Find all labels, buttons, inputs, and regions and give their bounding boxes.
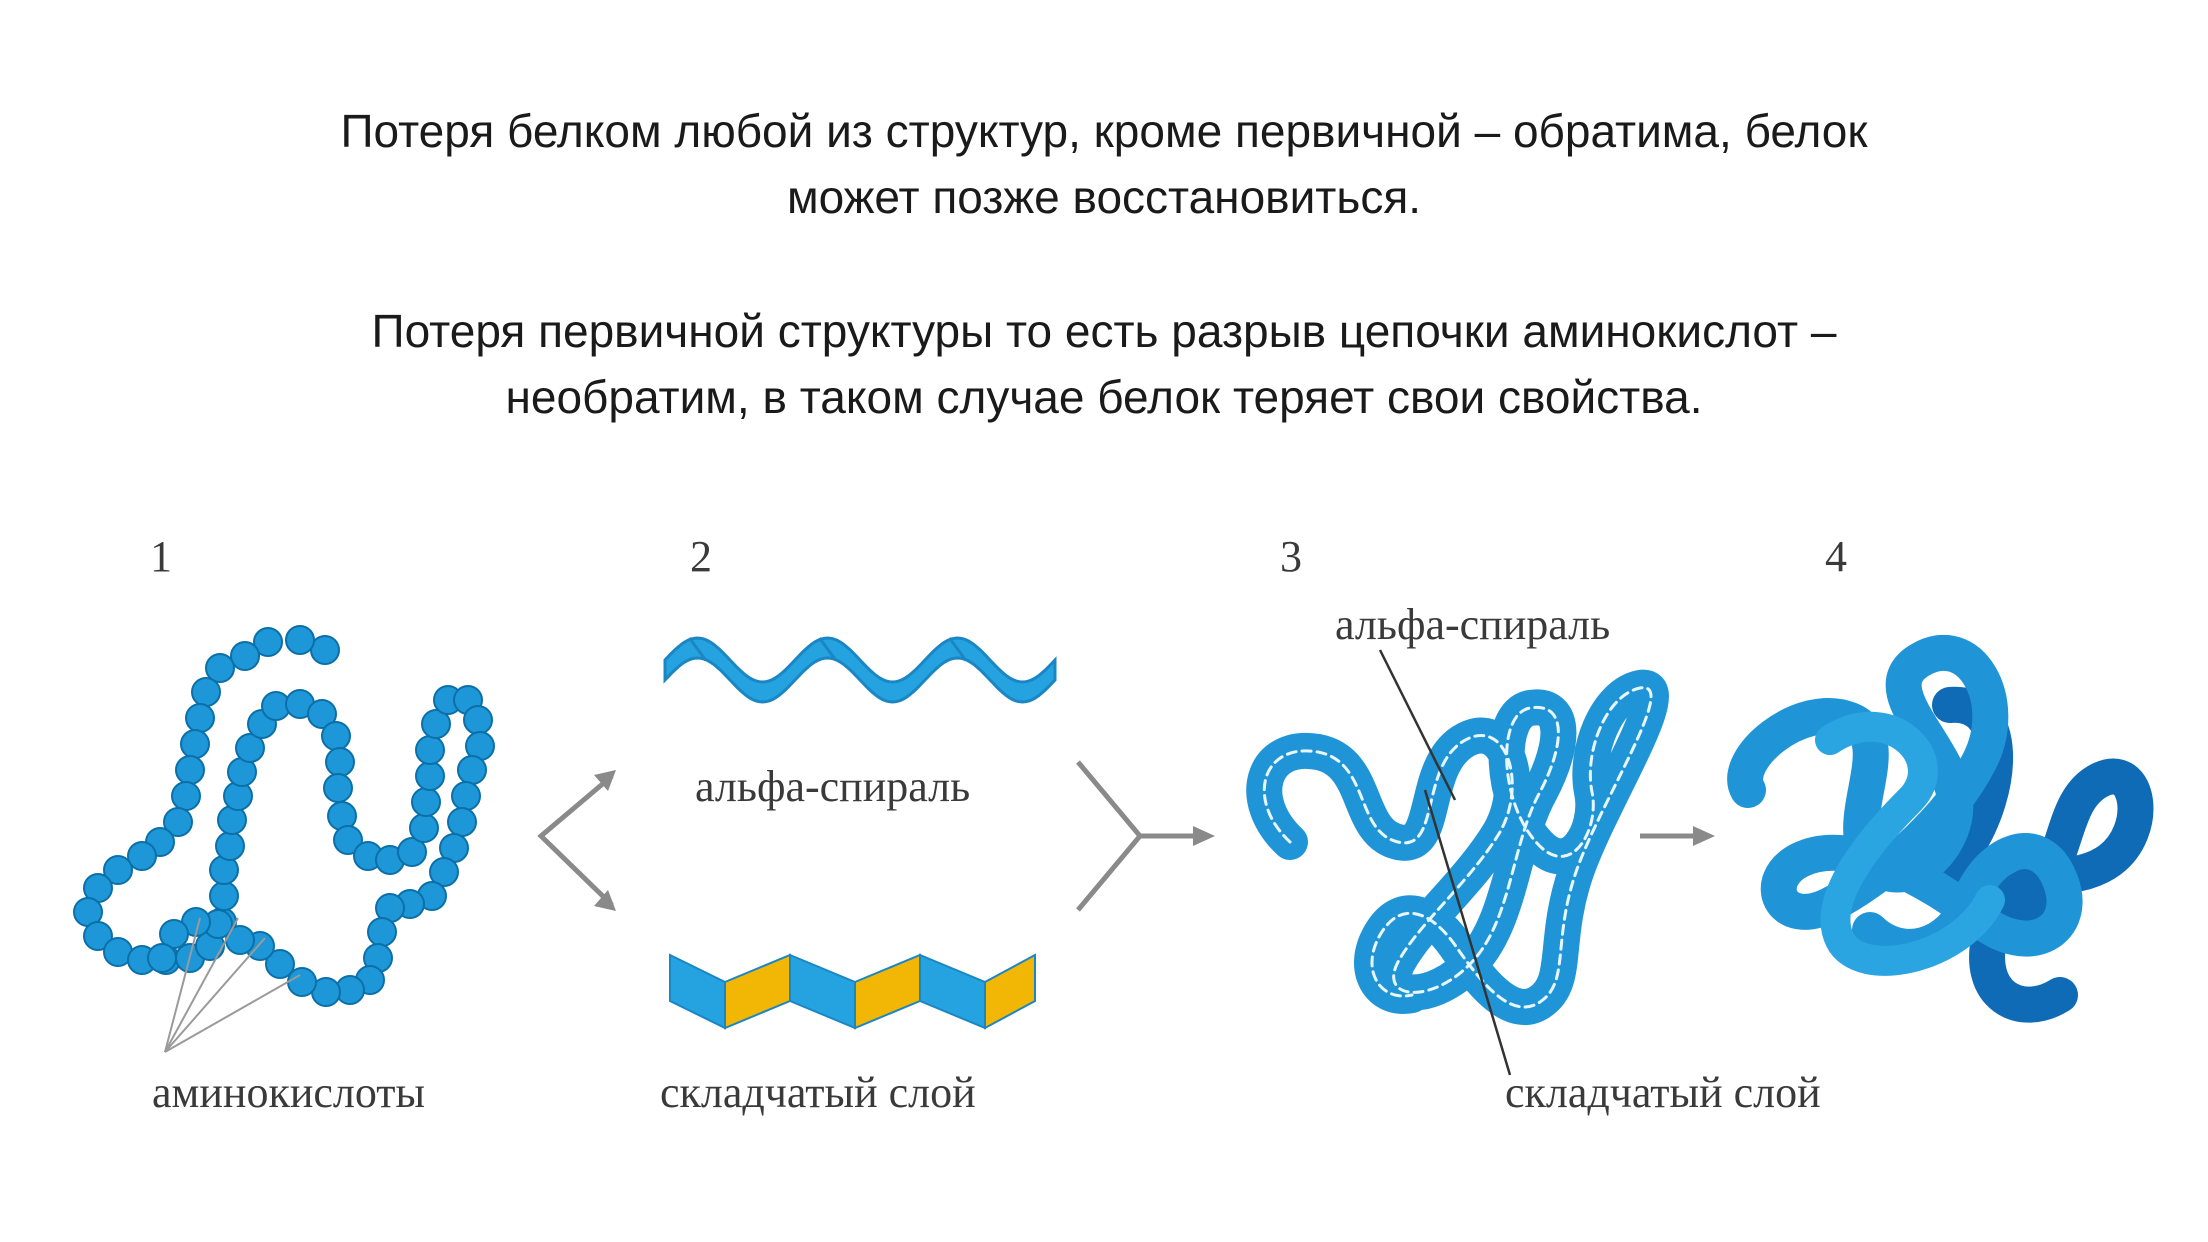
quaternary-structure [1727,635,2154,1023]
amino-acid-bead [163,807,193,837]
quaternary-light-strand [1815,712,2005,976]
helix-fold-line [818,637,837,661]
structure-number-2: 2 [690,532,712,581]
amino-acid-bead [171,781,201,811]
arrowhead-right-icon [1193,826,1215,846]
pleated-sheet-panel [669,953,726,1030]
amino-acid-bead [457,755,487,785]
structure-number-4: 4 [1825,532,1847,581]
amino-acid-bead [463,705,493,735]
alpha-helix-ribbon [663,636,1057,704]
tertiary-structure [1246,649,1669,1076]
arrow-to-quaternary [1640,826,1715,846]
alpha-helix-ribbon-shape [663,636,1057,704]
amino-acid-bead [127,841,157,871]
amino-acid-bead [253,627,283,657]
amino-acid-bead [310,635,340,665]
alpha-helix-label: альфа-спираль [695,762,971,811]
pleated-sheet-zigzag [669,953,1036,1030]
arrowhead-up-icon [594,770,616,791]
amino-acid-bead [185,703,215,733]
pleated-sheet-panel [724,953,791,1030]
amino-acid-leader-lines [164,917,301,1053]
arrowhead-right-icon [1693,826,1715,846]
pleated-sheet-pointer-line [1423,789,1512,1076]
tertiary-pleated-sheet-label: складчатый слой [1505,1068,1821,1117]
helix-fold-line [948,637,967,661]
statement-irreversible-line-1: Потеря первичной структуры то есть разры… [371,305,1837,357]
amino-acid-bead [447,807,477,837]
branch-arrow-lines-left [537,774,614,907]
statement-reversible-line-2: может позже восстановиться. [786,171,1422,223]
merge-arrow [1076,760,1215,912]
amino-acid-bead [421,709,451,739]
tertiary-alpha-helix-label: альфа-спираль [1335,600,1611,649]
statement-irreversible-line-2: необратим, в таком случае белок теряет с… [505,371,1703,423]
amino-acid-bead [333,825,363,855]
branch-arrows-left [537,770,616,911]
helix-fold-line [688,637,707,661]
amino-acid-bead [307,699,337,729]
pleated-sheet-panel [984,953,1036,1030]
amino-acid-bead [451,781,481,811]
pleated-sheet-panel [789,953,856,1030]
structure-number-3: 3 [1280,532,1302,581]
amino-acid-bead [175,755,205,785]
amino-acid-bead [147,943,177,973]
amino-acid-bead [415,761,445,791]
amino-acid-bead [191,677,221,707]
amino-acids-label: аминокислоты [152,1068,426,1117]
amino-acid-bead [230,641,260,671]
pleated-sheet-panel [854,953,921,1030]
amino-acid-bead [429,857,459,887]
statement-reversible: Потеря белком любой из структур, кроме п… [0,98,2208,230]
amino-acid-bead [235,733,265,763]
tertiary-inner-squiggle [1262,686,1653,1009]
structure-number-1: 1 [150,532,172,581]
amino-acid-bead [367,917,397,947]
alpha-helix-pointer-line [1378,649,1457,801]
pleated-sheet-panel [919,953,986,1030]
statement-reversible-line-1: Потеря белком любой из структур, кроме п… [340,105,1868,157]
amino-acid-bead [103,855,133,885]
amino-acid-bead [159,919,189,949]
amino-acid-bead [285,625,315,655]
amino-acid-bead [215,831,245,861]
amino-acid-bead [180,729,210,759]
amino-acid-bead [323,773,353,803]
amino-acid-bead [415,735,445,765]
primary-structure-chain [73,625,495,1007]
pleated-sheet-label: складчатый слой [660,1068,976,1117]
amino-acid-bead [265,949,295,979]
arrowhead-down-icon [594,890,616,911]
amino-acid-bead [411,787,441,817]
amino-acid-bead [321,721,351,751]
amino-acid-bead [205,653,235,683]
amino-acid-bead [397,837,427,867]
amino-acid-bead [209,881,239,911]
amino-acid-bead [325,747,355,777]
statement-irreversible: Потеря первичной структуры то есть разры… [0,298,2208,430]
amino-acid-bead [409,813,439,843]
amino-acid-bead [83,921,113,951]
